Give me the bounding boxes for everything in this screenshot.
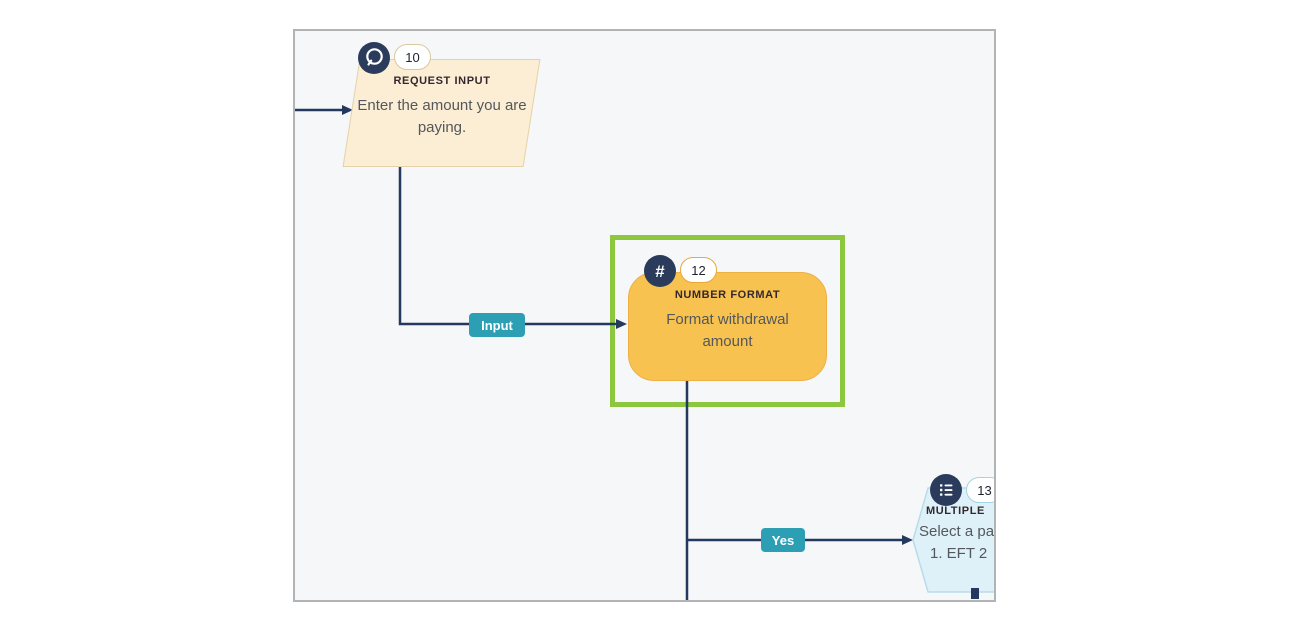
node-text: Enter the amount you are paying. (357, 97, 527, 136)
selection-box (610, 235, 845, 407)
multiple-choice-output-port[interactable] (971, 588, 979, 599)
request-input-node[interactable]: REQUEST INPUT Enter the amount you are p… (343, 59, 541, 167)
node-badge: 13 (966, 477, 994, 503)
connector-layer (295, 105, 994, 600)
node-text-line: Select a pa (919, 523, 995, 540)
canvas-inner: REQUEST INPUT Enter the amount you are p… (295, 31, 994, 600)
node-type-label: MULTIPLE (926, 505, 985, 517)
number-format-node[interactable]: NUMBER FORMAT Format withdrawal amount (628, 272, 827, 381)
node-text: Format withdrawal amount (666, 311, 789, 350)
multiple-choice-node-shape[interactable] (912, 487, 994, 593)
node-badge: 10 (394, 44, 431, 70)
node-text-line: 1. EFT 2 (930, 545, 988, 562)
list-icon (930, 474, 962, 506)
node-badge: 12 (680, 257, 717, 283)
flow-canvas[interactable]: REQUEST INPUT Enter the amount you are p… (293, 29, 996, 602)
hash-icon: # (644, 255, 676, 287)
input-connector-label[interactable]: Input (469, 313, 525, 337)
entry-arrowhead-icon (342, 105, 353, 115)
yes-connector-label[interactable]: Yes (761, 528, 805, 552)
input-connector-line (398, 167, 617, 326)
node-type-label: REQUEST INPUT (393, 75, 491, 87)
node-type-label: NUMBER FORMAT (674, 289, 781, 301)
input-arrowhead-icon (616, 319, 627, 329)
chat-icon (358, 42, 390, 74)
yes-arrowhead-icon (902, 535, 913, 545)
